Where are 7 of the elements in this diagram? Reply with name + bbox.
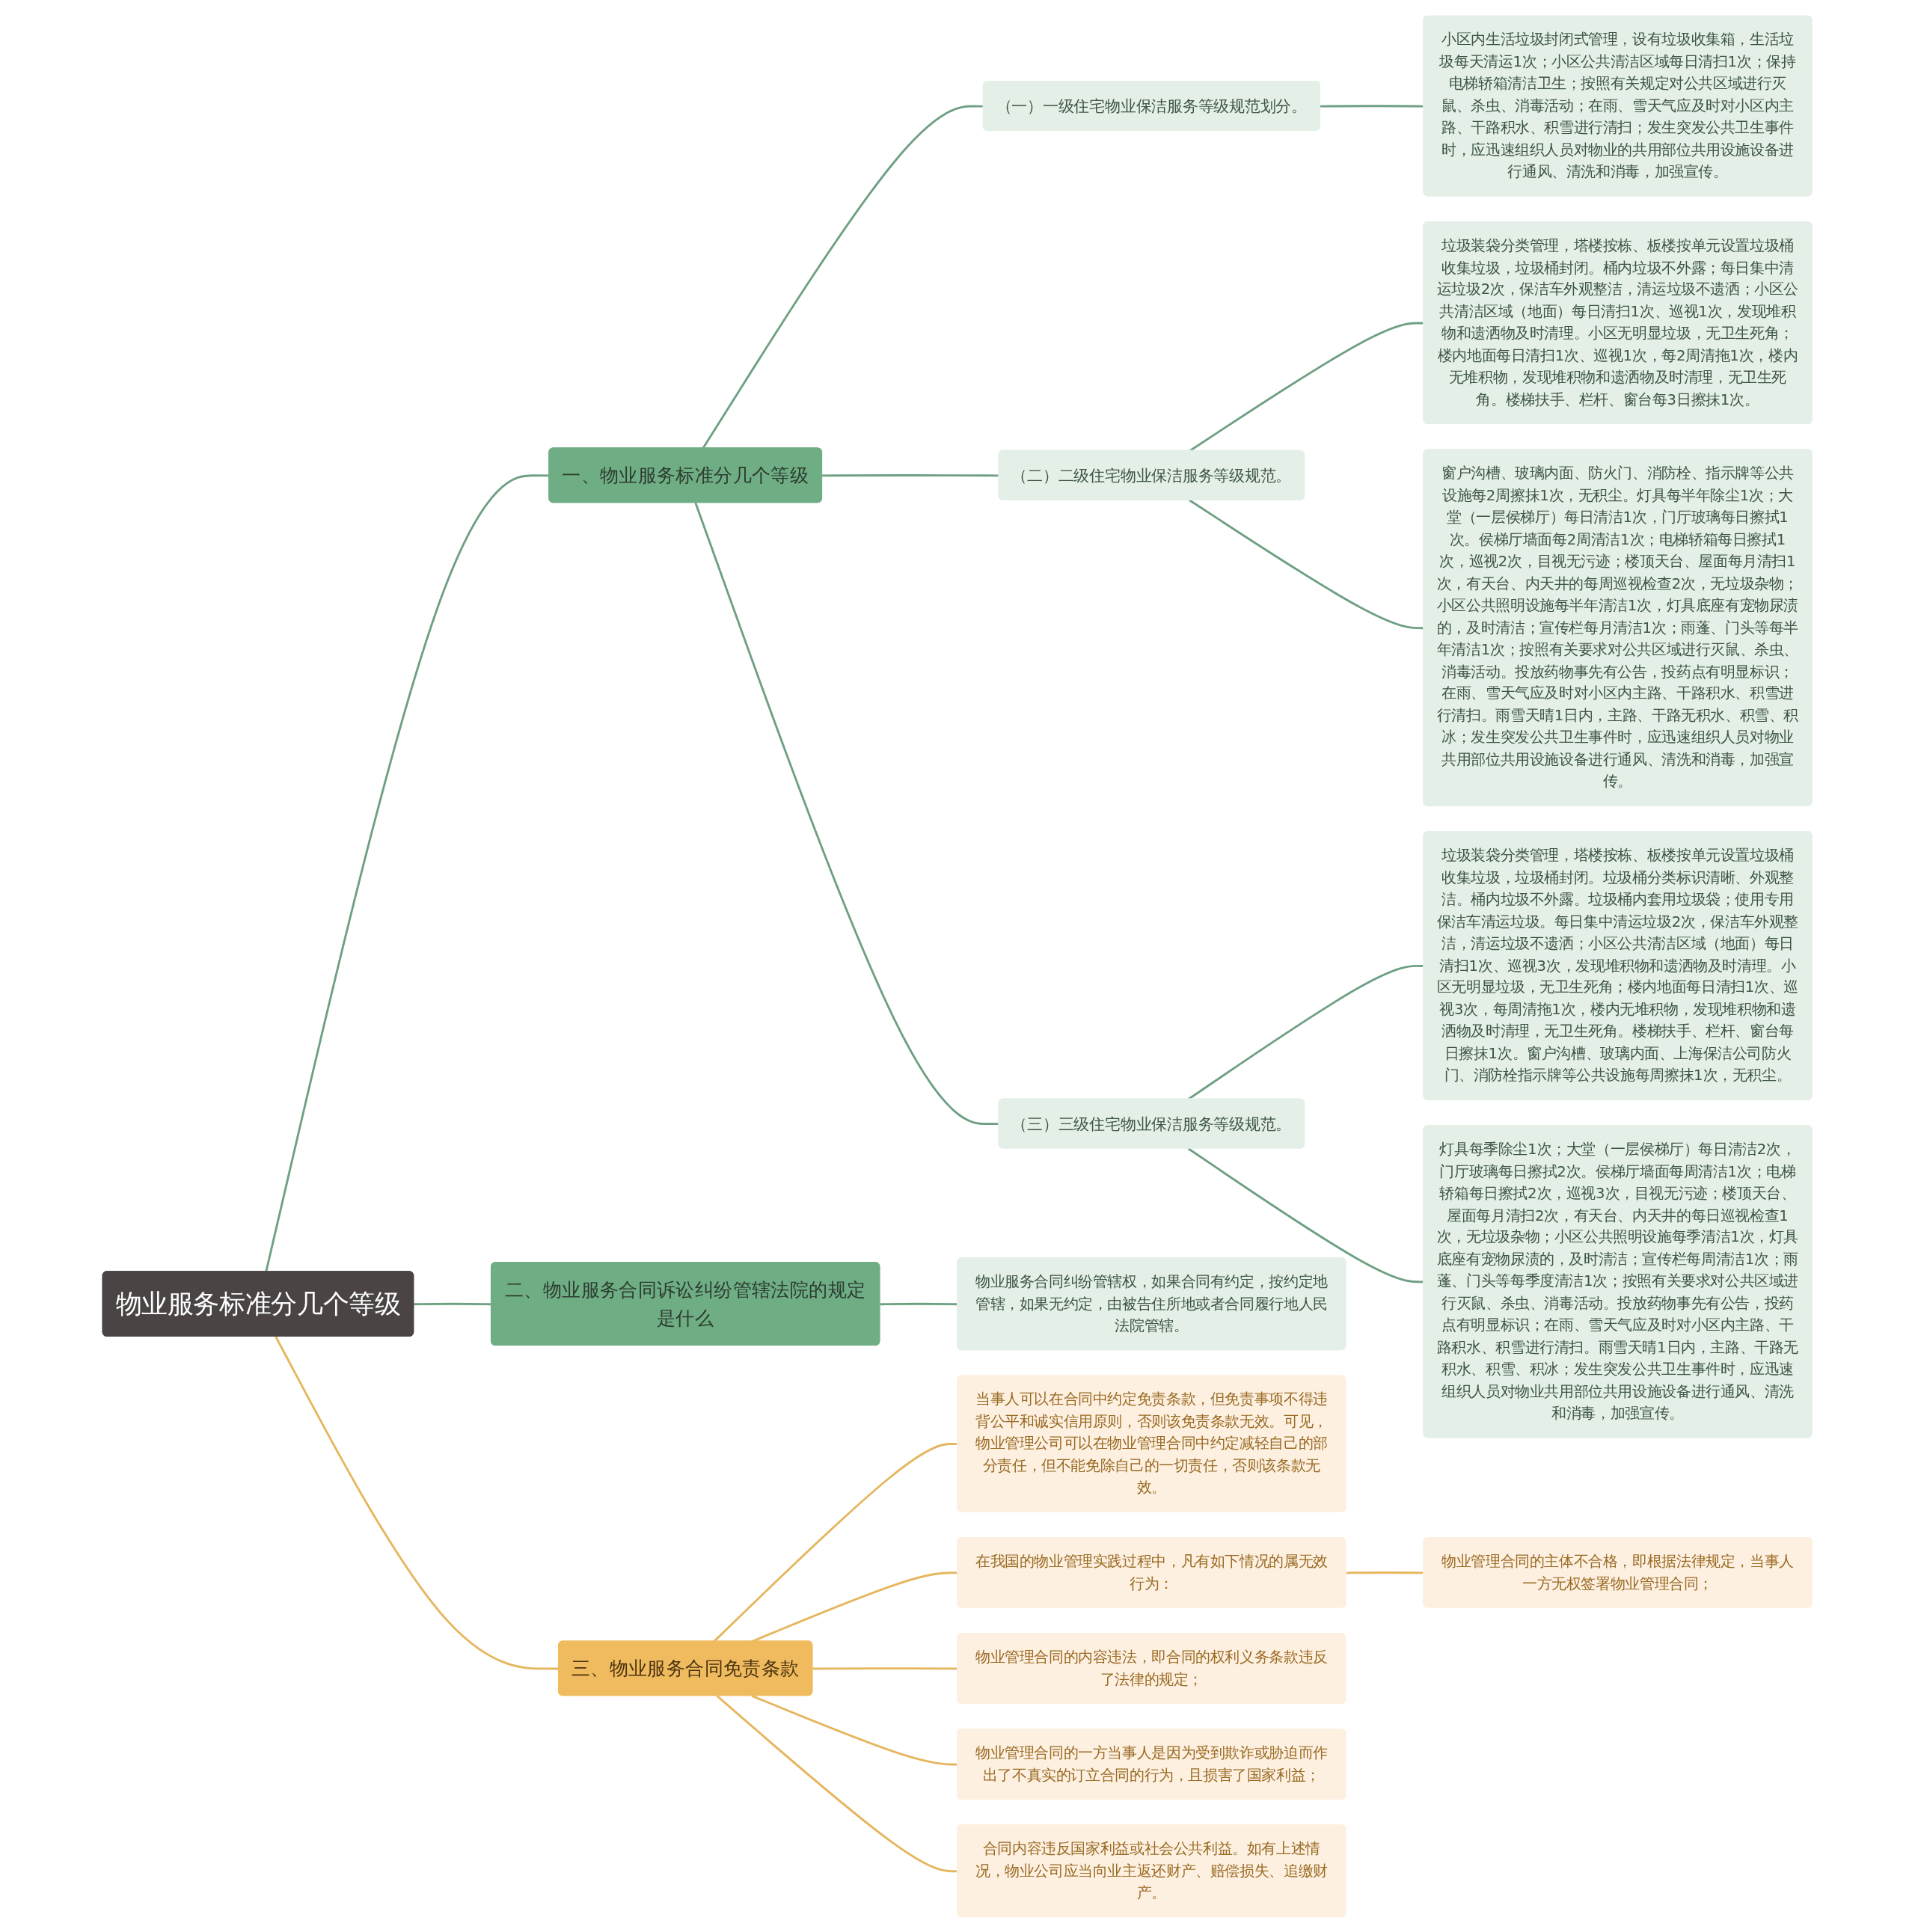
connector [694,502,999,1125]
connector [1187,1147,1424,1283]
connector [1346,1571,1424,1574]
connector [265,473,550,1272]
connector [1320,104,1424,108]
connector [1189,499,1424,629]
connector [822,473,999,476]
